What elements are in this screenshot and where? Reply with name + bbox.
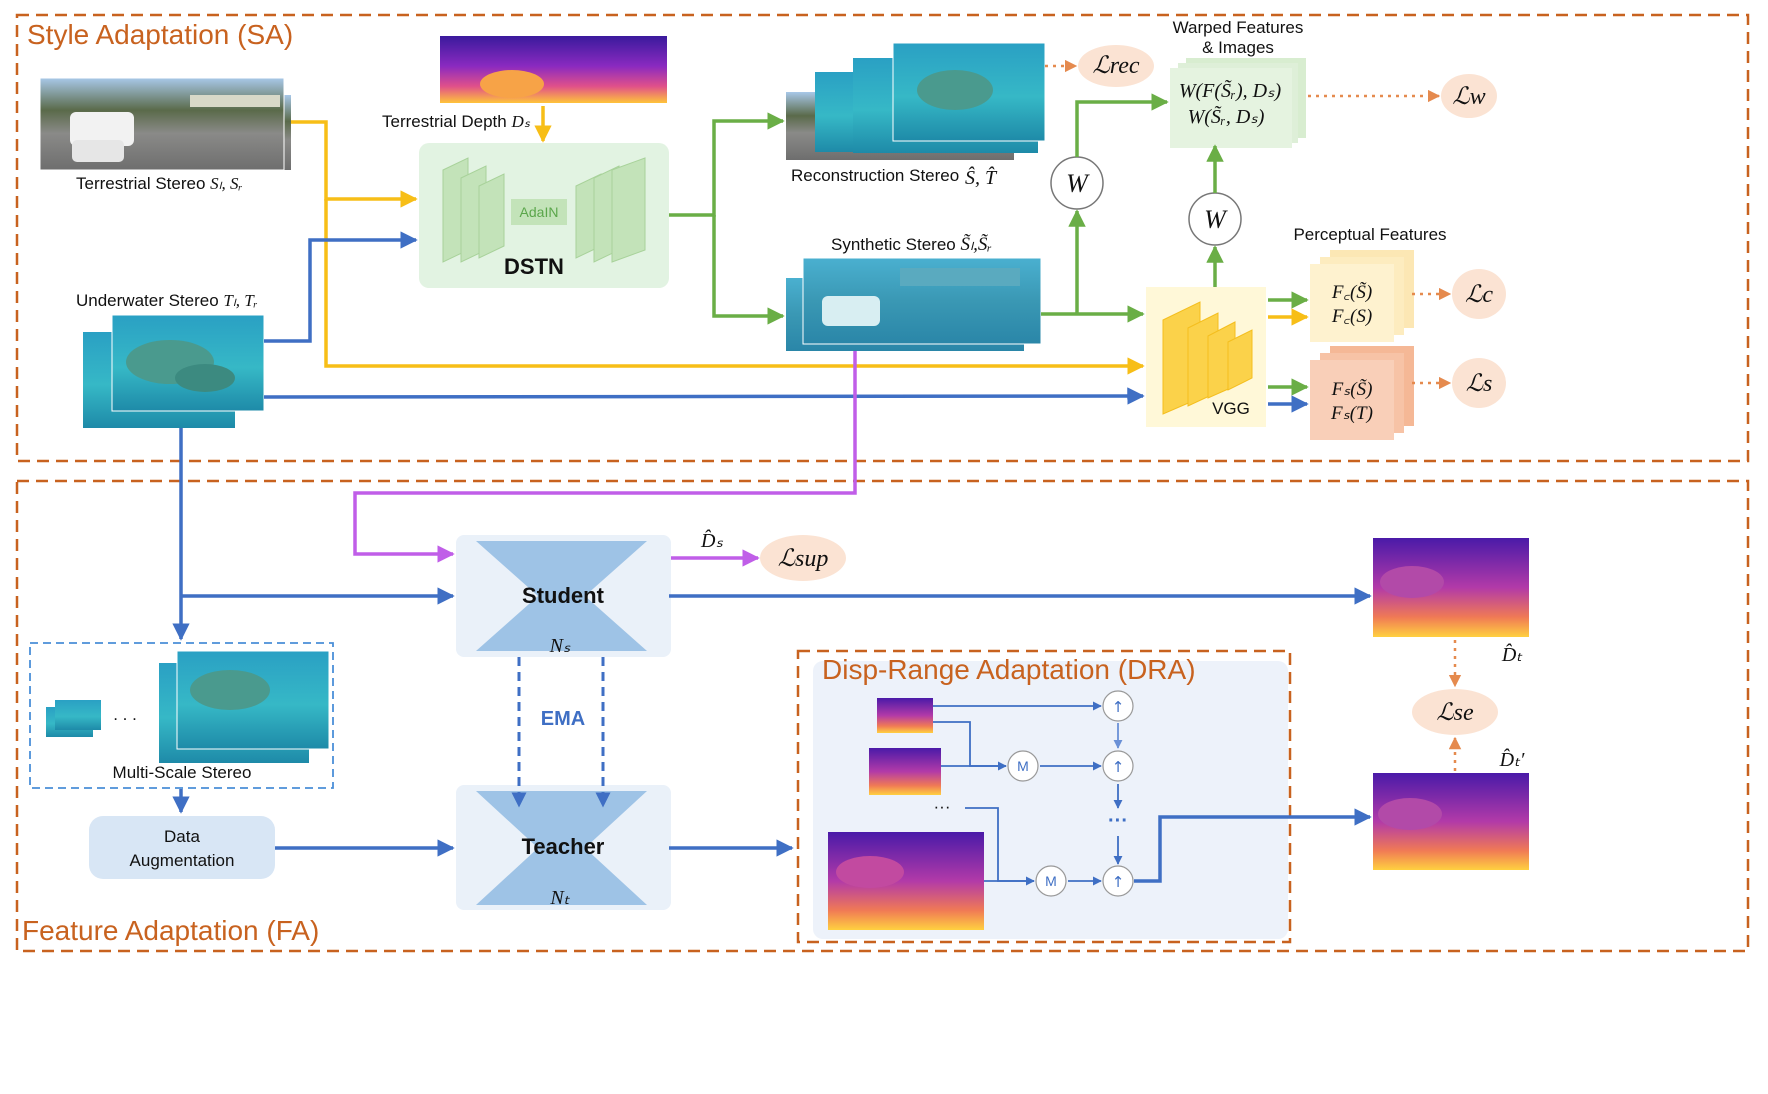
synthetic-stereo-image	[786, 257, 1042, 351]
dra-title: Disp-Range Adaptation (DRA)	[822, 654, 1196, 685]
sa-green-arrows	[669, 93, 1309, 396]
dstn-decoder-layers	[575, 157, 646, 263]
fa-section-box	[15, 479, 1750, 953]
adain-label: AdaIN	[520, 204, 559, 220]
dra-depth-maps	[828, 698, 984, 930]
multi-scale-box	[29, 642, 334, 789]
sa-section-box	[15, 13, 1750, 463]
dt-hat-prime-image	[1373, 773, 1529, 870]
warped-images-label: & Images	[1202, 38, 1274, 57]
dra-lines	[933, 701, 1123, 886]
up-node-2-label: ↑	[1112, 758, 1125, 776]
dstn-encoder-layers	[442, 157, 505, 263]
dra-ellipsis-left: ···	[934, 797, 951, 816]
ema-label: EMA	[541, 708, 585, 730]
dra-output-arrow	[1134, 808, 1372, 883]
warped-features-block	[1170, 58, 1306, 148]
warp-circle-2-label: W	[1204, 205, 1228, 234]
warp-expr-2: W(S̃ᵣ, Dₛ)	[1188, 105, 1265, 128]
loss-rec	[1078, 45, 1154, 87]
underwater-stereo-label: Underwater Stereo Tₗ, Tᵣ	[76, 291, 258, 310]
data-augmentation-block	[89, 816, 275, 879]
dt-hat-label: D̂ₜ	[1501, 643, 1523, 666]
fa-title: Feature Adaptation (FA)	[22, 915, 319, 946]
merge-node-2-label: M	[1045, 873, 1057, 889]
loss-rec-label: ℒrec	[1092, 53, 1139, 79]
loss-w	[1441, 74, 1497, 118]
ema-arrows	[511, 657, 611, 808]
perceptual-features-label: Perceptual Features	[1293, 225, 1446, 244]
reconstruction-stereo-label: Reconstruction Stereo	[791, 166, 959, 185]
teacher-label: Teacher	[522, 834, 605, 859]
data-augmentation-line1: Data	[164, 827, 200, 846]
warp-circle-1-label: W	[1066, 169, 1090, 198]
terrestrial-depth-label: Terrestrial Depth Dₛ	[382, 112, 531, 131]
fa-blue-arrows	[172, 428, 1372, 857]
sa-title: Style Adaptation (SA)	[27, 19, 293, 50]
dra-section-box	[796, 649, 1292, 944]
adain-block	[511, 199, 567, 225]
multi-scale-dots: . . .	[113, 705, 137, 724]
reconstruction-stereo-image	[786, 42, 1046, 160]
terrestrial-stereo-label: Terrestrial Stereo Sₗ, Sᵣ	[76, 174, 243, 193]
dt-hat-prime-label: D̂ₜ′	[1499, 748, 1525, 771]
merge-node-1-label: M	[1017, 758, 1029, 774]
warp-expr-1: W(F(S̃ᵣ), Dₛ)	[1179, 79, 1282, 102]
teacher-sym: Nₜ	[549, 887, 570, 909]
dra-upsample-nodes	[1102, 690, 1134, 897]
loss-s-label: ℒs	[1466, 371, 1493, 397]
multi-scale-images	[46, 650, 330, 763]
synthetic-stereo-label: Synthetic Stereo S̃ₗ,S̃ᵣ	[831, 234, 992, 255]
up-node-3-label: ↑	[1112, 873, 1125, 891]
style-features-block	[1310, 346, 1414, 440]
loss-sup-label: ℒsup	[778, 546, 829, 572]
dt-hat-image	[1373, 538, 1529, 637]
loss-c	[1452, 269, 1506, 319]
student-label: Student	[522, 583, 605, 608]
fc1-label: F꜀(S̃)	[1331, 282, 1372, 303]
fs2-label: Fₛ(T)	[1330, 403, 1373, 424]
sa-loss-arrows	[1045, 59, 1452, 390]
fa-purple-arrows	[353, 351, 857, 567]
warped-features-label: Warped Features	[1173, 18, 1304, 37]
student-sym: Nₛ	[549, 635, 571, 657]
fs1-label: Fₛ(S̃)	[1331, 379, 1373, 400]
terrestrial-stereo-image	[39, 77, 291, 171]
sa-yellow-arrows	[291, 106, 1309, 375]
data-augmentation-line2: Augmentation	[130, 851, 235, 870]
loss-w-label: ℒw	[1452, 84, 1485, 110]
dstn-label: DSTN	[504, 254, 564, 279]
fc2-label: F꜀(S)	[1331, 306, 1372, 327]
ds-hat-label: D̂ₛ	[700, 529, 723, 552]
multi-scale-label: Multi-Scale Stereo	[113, 763, 252, 782]
student-shape	[476, 541, 647, 651]
sa-blue-arrows	[263, 231, 1309, 413]
loss-sup	[760, 535, 846, 581]
loss-se	[1412, 689, 1498, 735]
dra-merge-nodes	[1007, 750, 1067, 897]
up-node-1-label: ↑	[1112, 698, 1125, 716]
dra-ellipsis-right: ···	[1108, 810, 1128, 832]
reconstruction-stereo-sym: Ŝ, T̂	[965, 165, 998, 189]
vgg-label: VGG	[1212, 399, 1250, 418]
vgg-layers	[1162, 301, 1253, 415]
loss-se-label: ℒse	[1436, 700, 1474, 726]
loss-s	[1452, 358, 1506, 408]
loss-c-label: ℒc	[1465, 282, 1493, 308]
teacher-shape	[476, 791, 647, 905]
underwater-stereo-image	[83, 314, 265, 428]
content-features-block	[1310, 250, 1414, 342]
terrestrial-depth-image	[440, 36, 667, 103]
